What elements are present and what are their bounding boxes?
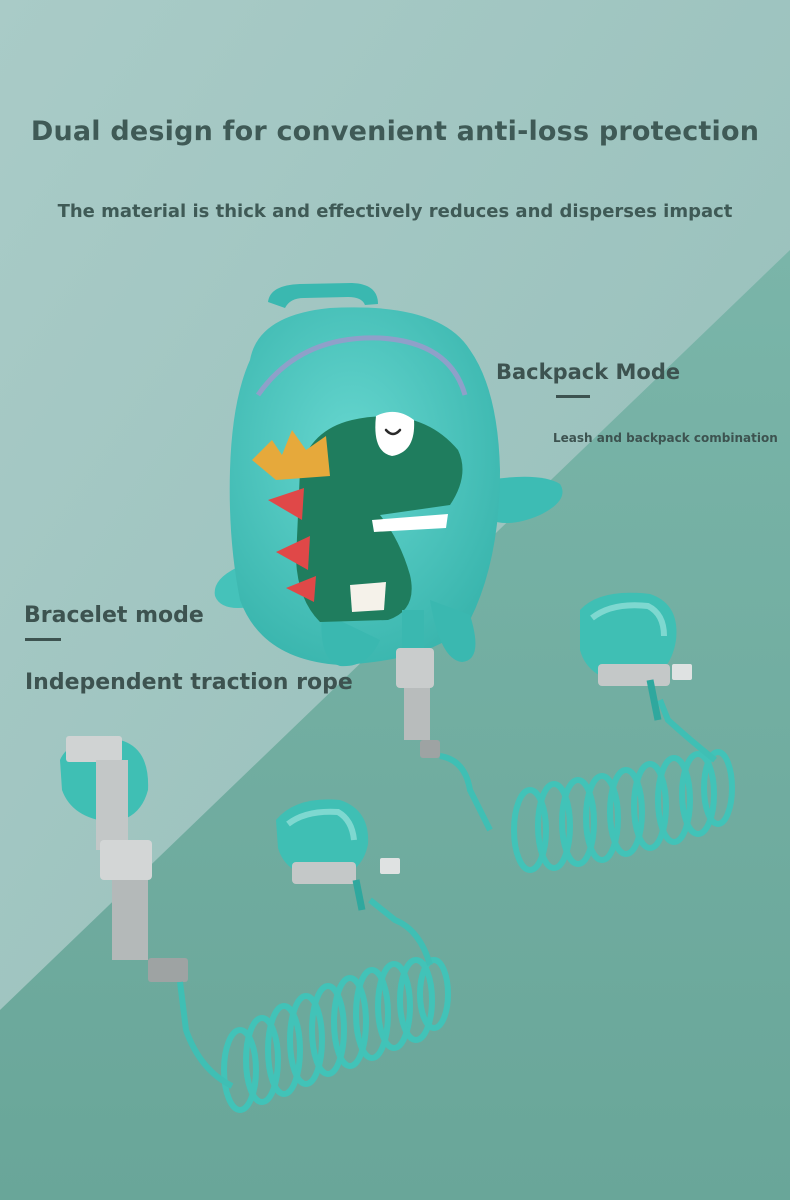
subheadline: The material is thick and effectively re… [57, 201, 733, 222]
coil-cord-left [221, 957, 451, 1113]
backpack-leash [396, 610, 493, 832]
backpack-mode-title: Backpack Mode [496, 360, 681, 384]
bracelet-mode-divider [25, 638, 61, 641]
backpack-mode-description: Leash and backpack combination [553, 431, 778, 445]
bracelet-mode-title: Bracelet mode [24, 603, 204, 628]
traction-rope-title: Independent traction rope [25, 670, 353, 695]
dino-backpack [214, 283, 563, 667]
bracelet-strap-left [60, 736, 188, 982]
wristband-middle [276, 799, 400, 911]
coil-cord-right [511, 749, 735, 873]
background-dark [0, 250, 790, 1200]
wristband-right [580, 592, 692, 721]
backpack-mode-divider [556, 395, 590, 398]
headline: Dual design for convenient anti-loss pro… [30, 116, 760, 147]
